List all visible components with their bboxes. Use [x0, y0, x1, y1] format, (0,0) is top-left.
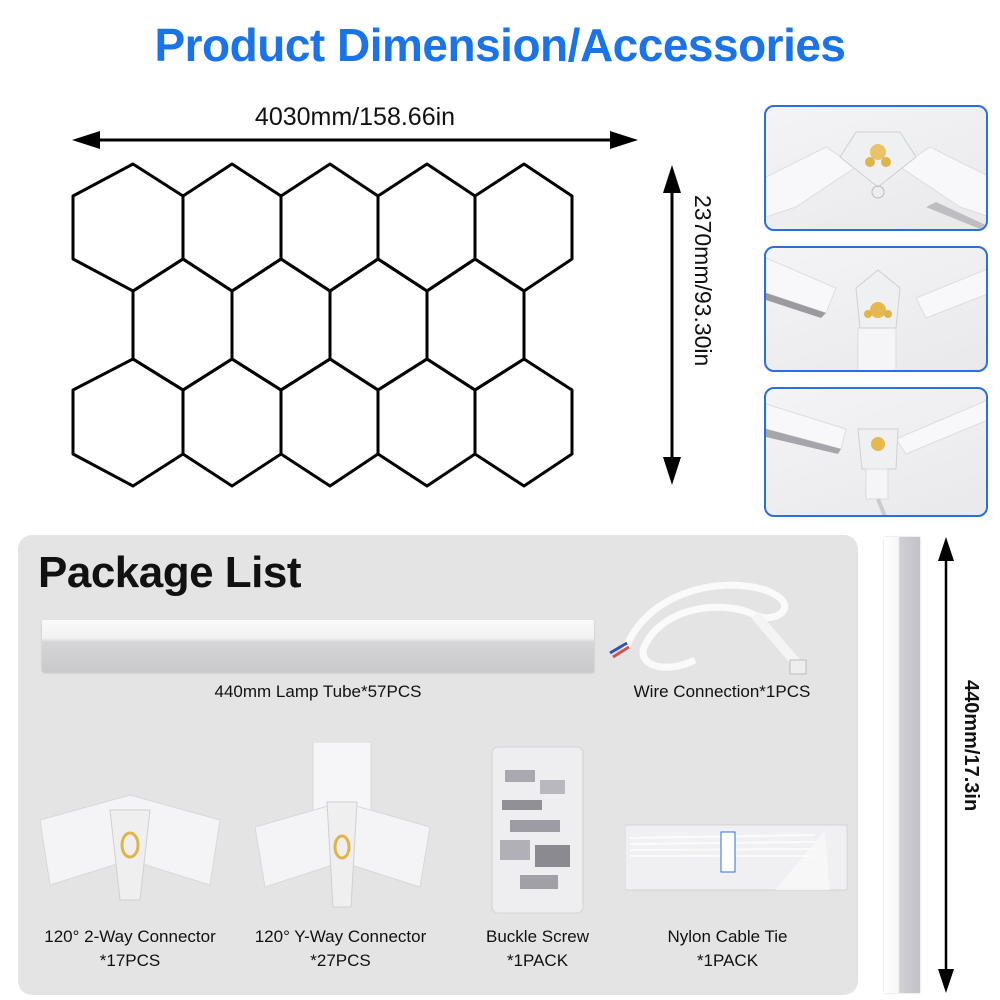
wire-connection-image: [609, 581, 807, 675]
buckle-screw-qty: *1PACK: [506, 951, 569, 970]
y-way-connector-label: 120° Y-Way Connector *27PCS: [238, 925, 443, 973]
y-way-connector-image: [255, 742, 430, 908]
y-way-joint-image: [766, 257, 986, 370]
lamp-tube-label: 440mm Lamp Tube*57PCS: [214, 682, 422, 701]
package-list-heading: Package List: [38, 548, 302, 597]
two-way-connector-name: 120° 2-Way Connector: [44, 927, 216, 946]
two-way-connector-qty: *17PCS: [99, 951, 161, 970]
width-dimension-label: 4030mm/158.66in: [254, 103, 456, 131]
two-way-connector-image: [40, 794, 220, 901]
tube-length-label: 440mm/17.3in: [960, 680, 982, 812]
nylon-cable-tie-qty: *1PACK: [696, 951, 759, 970]
height-dimension-arrow-icon: [663, 165, 681, 485]
tube-length-arrow-icon: [938, 537, 954, 993]
buckle-screw-pack-image: [491, 746, 584, 914]
nylon-cable-tie-label: Nylon Cable Tie *1PACK: [640, 925, 815, 973]
lamp-tube-vertical-image: [884, 537, 920, 993]
page-title: Product Dimension/Accessories: [154, 19, 846, 71]
lamp-tube-image: [42, 620, 594, 672]
nylon-cable-tie-pack-image: [625, 824, 848, 891]
two-way-joint-image: [766, 131, 986, 229]
buckle-screw-label: Buckle Screw *1PACK: [460, 925, 615, 973]
height-dimension-label: 2370mm/93.30in: [690, 195, 716, 367]
photo-2way-joint: [764, 105, 988, 231]
width-dimension-arrow-icon: [72, 131, 638, 149]
nylon-cable-tie-name: Nylon Cable Tie: [667, 927, 788, 946]
y-way-connector-name: 120° Y-Way Connector: [254, 927, 427, 946]
package-list-panel: [18, 535, 858, 995]
y-way-connector-qty: *27PCS: [310, 951, 371, 970]
wire-joint-image: [766, 400, 986, 515]
wire-connection-label: Wire Connection*1PCS: [633, 682, 811, 701]
photo-yway-joint: [764, 246, 988, 372]
hexagon-layout-diagram: [71, 162, 574, 488]
photo-wire-joint: [764, 387, 988, 517]
buckle-screw-name: Buckle Screw: [486, 927, 589, 946]
two-way-connector-label: 120° 2-Way Connector *17PCS: [30, 925, 230, 973]
